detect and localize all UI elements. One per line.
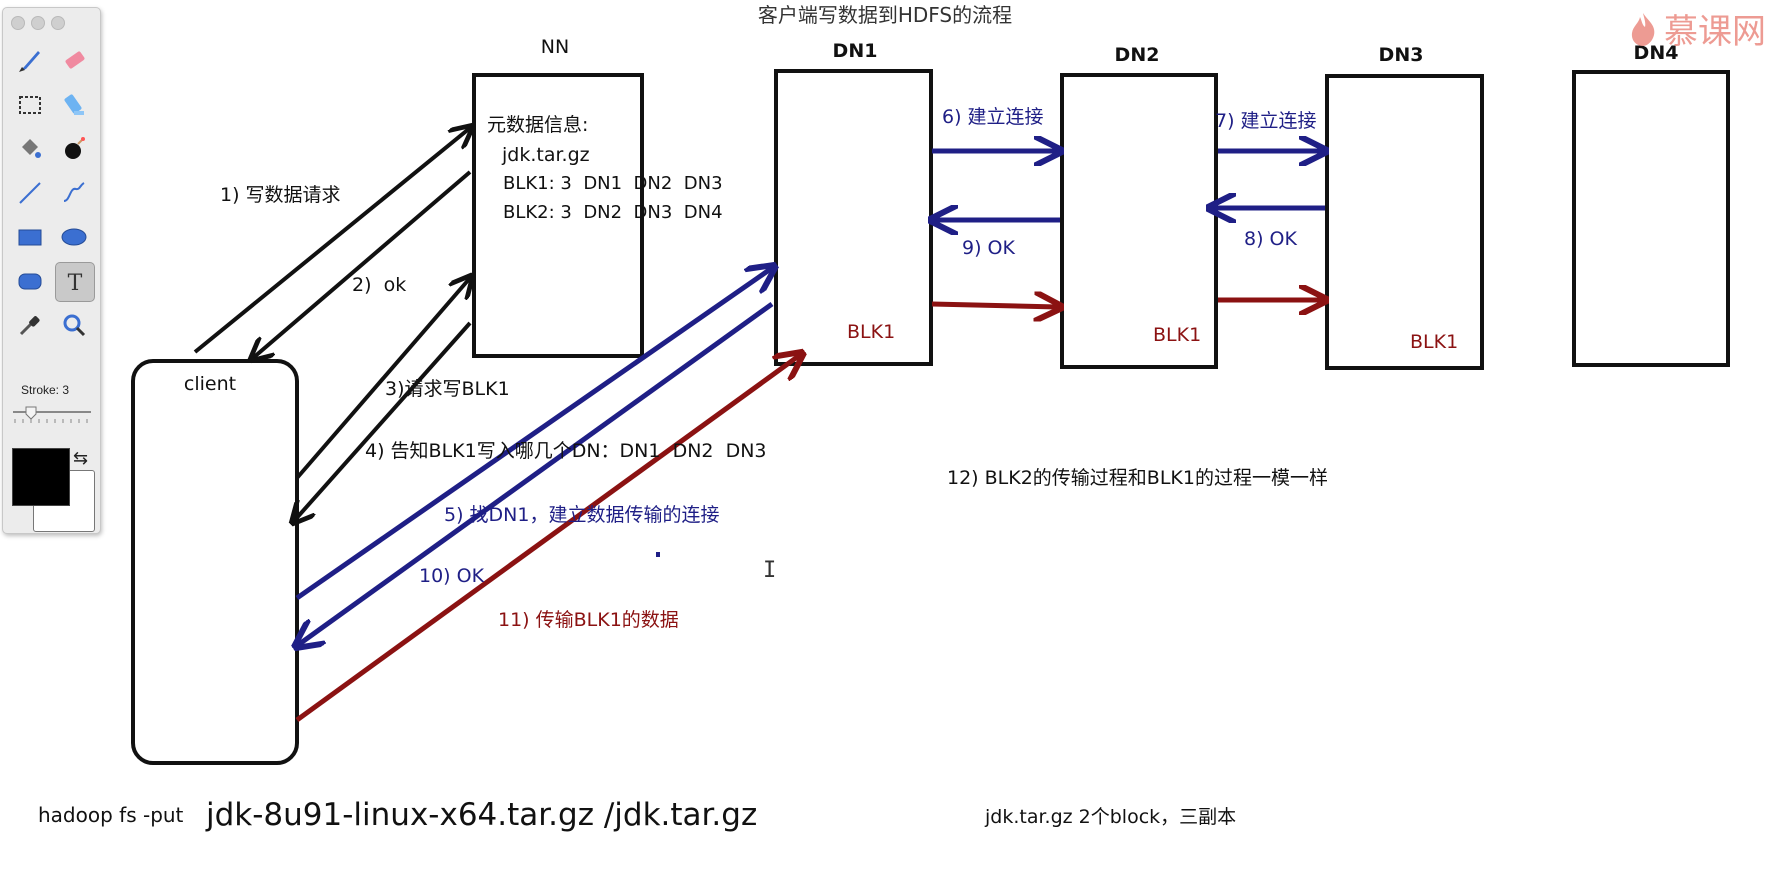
step-9-label: 9) OK xyxy=(962,237,1015,259)
arrow-request-write-blk1 xyxy=(295,278,470,480)
stray-dot xyxy=(656,552,660,557)
nn-label: NN xyxy=(541,36,569,58)
curve-icon xyxy=(63,182,85,202)
dn2-block-label: BLK1 xyxy=(1153,324,1201,346)
step-6-label: 6) 建立连接 xyxy=(942,106,1044,128)
metadata-file: jdk.tar.gz xyxy=(501,144,590,166)
svg-text:T: T xyxy=(68,271,83,296)
rounded-rect-tool-button[interactable] xyxy=(11,262,49,300)
command-note: jdk.tar.gz 2个block，三副本 xyxy=(984,806,1236,828)
step-1-label: 1) 写数据请求 xyxy=(220,184,341,206)
dn1-block-label: BLK1 xyxy=(847,321,895,343)
step-7-label: 7) 建立连接 xyxy=(1215,110,1317,132)
stroke-label: Stroke: 3 xyxy=(21,383,70,397)
eraser-icon xyxy=(65,51,85,69)
step-4-label: 4) 告知BLK1写入哪几个DN：DN1 DN2 DN3 xyxy=(365,440,767,462)
dn4-box xyxy=(1572,70,1730,367)
paint-bucket-icon xyxy=(22,139,41,158)
ellipse-tool-button[interactable] xyxy=(55,218,93,256)
palette-titlebar[interactable] xyxy=(3,8,100,34)
command-args: jdk-8u91-linux-x64.tar.gz /jdk.tar.gz xyxy=(205,797,757,833)
step-8-label: 8) OK xyxy=(1244,228,1297,250)
curve-tool-button[interactable] xyxy=(55,174,93,212)
stroke-slider[interactable] xyxy=(11,406,93,424)
zoom-tool-button[interactable] xyxy=(55,306,93,344)
highlighter-tool-button[interactable] xyxy=(55,86,93,124)
step-2-label: 2) ok xyxy=(352,274,406,296)
select-rect-icon xyxy=(19,96,41,114)
arrow-write-request xyxy=(193,128,470,354)
dn3-box xyxy=(1325,74,1484,370)
nn-box xyxy=(472,73,644,358)
dn3-label: DN3 xyxy=(1379,44,1424,66)
arrow-tell-dns xyxy=(294,321,472,521)
step-12-label: 12) BLK2的传输过程和BLK1的过程一模一样 xyxy=(947,467,1328,489)
step-11-label: 11) 传输BLK1的数据 xyxy=(498,609,679,631)
select-tool-button[interactable] xyxy=(11,86,49,124)
eyedropper-icon xyxy=(19,316,40,336)
rounded-rect-icon xyxy=(18,273,42,290)
step-3-label: 3)请求写BLK1 xyxy=(385,378,510,400)
step-10-label: 10) OK xyxy=(419,565,485,587)
highlighter-icon xyxy=(64,94,84,115)
text-cursor-icon: I xyxy=(763,558,777,583)
command-prefix: hadoop fs -put xyxy=(38,803,184,827)
swap-colors-icon[interactable]: ⇆ xyxy=(73,448,89,469)
step-5-label: 5) 找DN1，建立数据传输的连接 xyxy=(444,504,719,526)
dn4-label: DN4 xyxy=(1634,42,1679,64)
watermark: 慕课网 xyxy=(1628,4,1766,53)
minimize-window-button[interactable] xyxy=(31,16,45,30)
fill-tool-button[interactable] xyxy=(11,130,49,168)
dn3-block-label: BLK1 xyxy=(1410,331,1458,353)
watermark-text: 慕课网 xyxy=(1664,12,1766,52)
zoom-icon xyxy=(63,314,86,337)
foreground-color-swatch[interactable] xyxy=(12,448,70,506)
dn1-label: DN1 xyxy=(833,40,878,62)
ellipse-icon xyxy=(61,228,87,246)
arrow-connect-dn1 xyxy=(295,268,772,601)
stroke-slider-thumb[interactable] xyxy=(25,406,37,420)
diagram-title: 客户端写数据到HDFS的流程 xyxy=(758,3,1012,27)
eraser-tool-button[interactable] xyxy=(55,42,93,80)
bomb-icon xyxy=(65,137,85,159)
zoom-window-button[interactable] xyxy=(51,16,65,30)
text-tool-button[interactable]: T xyxy=(55,262,95,302)
eyedropper-tool-button[interactable] xyxy=(11,306,49,344)
client-label: client xyxy=(184,373,236,395)
clear-tool-button[interactable] xyxy=(55,130,93,168)
metadata-blk1: BLK1: 3 DN1 DN2 DN3 xyxy=(503,173,723,194)
brush-icon xyxy=(19,51,40,72)
close-window-button[interactable] xyxy=(11,16,25,30)
tool-palette: T Stroke: 3 ⇆ xyxy=(2,7,101,534)
metadata-blk2: BLK2: 3 DN2 DN3 DN4 xyxy=(503,202,723,223)
dn2-label: DN2 xyxy=(1115,44,1160,66)
arrow-ok-dn1 xyxy=(298,301,774,645)
line-icon xyxy=(19,182,41,204)
rectangle-tool-button[interactable] xyxy=(11,218,49,256)
brush-tool-button[interactable] xyxy=(11,42,49,80)
arrow-ok-response xyxy=(253,170,472,358)
metadata-heading: 元数据信息: xyxy=(487,114,588,136)
text-tool-icon: T xyxy=(68,271,83,296)
rectangle-icon xyxy=(18,229,42,246)
arrow-dn1-dn2-data xyxy=(931,304,1058,307)
line-tool-button[interactable] xyxy=(11,174,49,212)
client-box xyxy=(131,359,299,765)
arrow-transfer-blk1 xyxy=(295,355,800,723)
flame-logo-icon xyxy=(1631,12,1655,46)
